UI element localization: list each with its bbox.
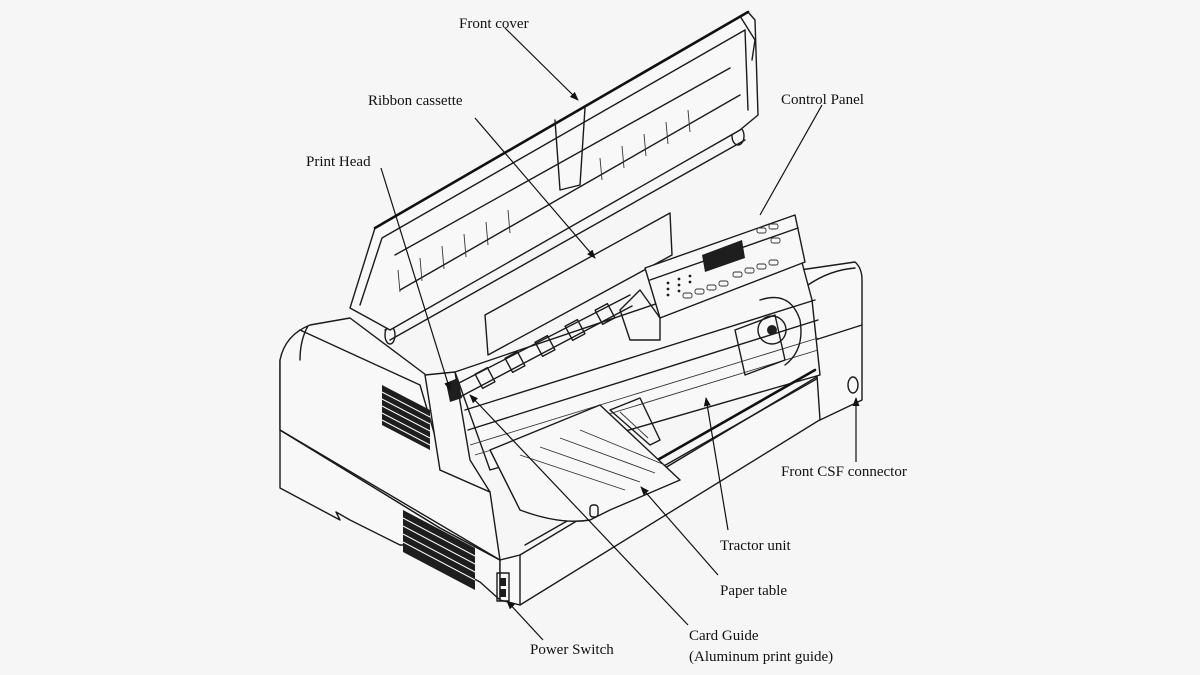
control-panel-unit [619, 214, 806, 341]
leader-control-panel [759, 104, 823, 216]
leader-lines [380, 27, 860, 641]
power-switch-unit [496, 572, 510, 602]
paper-table-tray [489, 404, 681, 522]
label-front-csf-connector: Front CSF connector [781, 464, 907, 480]
leader-tractor-unit [703, 397, 729, 531]
label-power-switch: Power Switch [530, 642, 614, 658]
label-card-guide-subtitle: (Aluminum print guide) [689, 649, 833, 665]
leader-power-switch [506, 600, 544, 641]
label-paper-table: Paper table [720, 583, 787, 599]
printer-body [279, 10, 863, 606]
leader-ribbon-cassette [474, 117, 596, 259]
label-card-guide: Card Guide [689, 628, 759, 644]
right-side-panel [799, 261, 863, 421]
leader-card-guide [469, 394, 689, 626]
csf-connector-port [847, 376, 859, 394]
leader-print-head [380, 167, 451, 391]
label-control-panel: Control Panel [781, 92, 864, 108]
leader-paper-table [640, 486, 719, 576]
leader-front-cover [504, 27, 579, 101]
lcd-display [702, 240, 745, 272]
front-cover-lid [349, 10, 759, 356]
label-front-cover: Front cover [459, 16, 529, 32]
tractor-mechanism [609, 296, 802, 446]
upper-vent [382, 385, 430, 450]
label-print-head: Print Head [306, 154, 371, 170]
feed-rollers [454, 294, 633, 399]
label-ribbon-cassette: Ribbon cassette [368, 93, 463, 109]
callout-labels: Front cover Ribbon cassette Print Head C… [306, 16, 907, 665]
label-tractor-unit: Tractor unit [720, 538, 792, 554]
left-front-pillar [424, 371, 491, 493]
